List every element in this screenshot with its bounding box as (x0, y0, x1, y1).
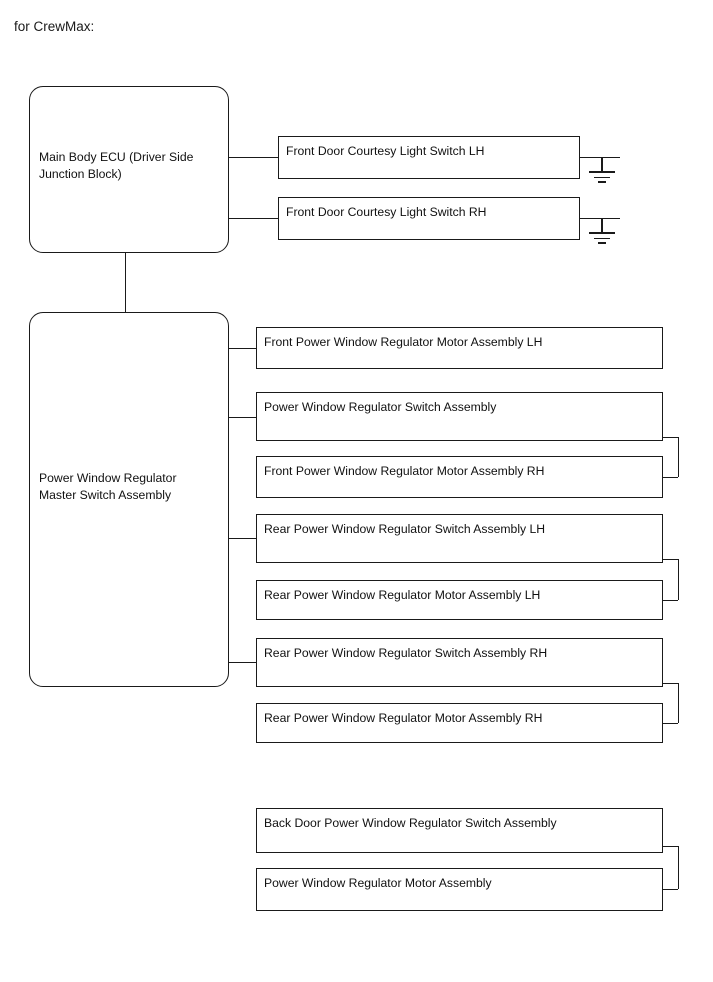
bracket-stub-top (663, 846, 678, 848)
bracket-stub-bottom (663, 723, 678, 725)
node-label-rear-power-window-regulator-switch-assembly-lh: Rear Power Window Regulator Switch Assem… (264, 522, 546, 536)
wire-ecu-to-courtesy-rh (229, 218, 278, 220)
node-power-window-regulator-master-switch-assembly: Power Window Regulator Master Switch Ass… (29, 312, 229, 687)
node-label-front-power-window-regulator-motor-assembly-lh: Front Power Window Regulator Motor Assem… (264, 335, 543, 349)
wire-master-to-rear-switch-lh (229, 538, 256, 540)
node-label-rear-power-window-regulator-switch-assembly-rh: Rear Power Window Regulator Switch Assem… (264, 646, 548, 660)
node-front-power-window-regulator-motor-assembly-rh: Front Power Window Regulator Motor Assem… (256, 456, 663, 498)
ground-bar-2 (594, 237, 610, 240)
node-label-front-door-courtesy-light-switch-lh: Front Door Courtesy Light Switch LH (286, 144, 485, 158)
wire-master-to-pw-switch (229, 417, 256, 419)
bracket-stub-top (663, 437, 678, 439)
node-label-rear-power-window-regulator-motor-assembly-rh: Rear Power Window Regulator Motor Assemb… (264, 711, 543, 725)
bracket-stub-top (663, 559, 678, 561)
node-label-back-door-power-window-regulator-switch-assembly: Back Door Power Window Regulator Switch … (264, 816, 557, 830)
ground-stem (601, 218, 603, 232)
node-rear-power-window-regulator-switch-assembly-rh: Rear Power Window Regulator Switch Assem… (256, 638, 663, 687)
bracket-spine (678, 846, 680, 889)
wire-ecu-to-master-vertical (125, 253, 127, 312)
diagram-caption: for CrewMax: (14, 19, 95, 34)
node-label-power-window-regulator-switch-assembly: Power Window Regulator Switch Assembly (264, 400, 497, 414)
node-label-rear-power-window-regulator-motor-assembly-lh: Rear Power Window Regulator Motor Assemb… (264, 588, 541, 602)
node-rear-power-window-regulator-switch-assembly-lh: Rear Power Window Regulator Switch Assem… (256, 514, 663, 563)
node-front-door-courtesy-light-switch-lh: Front Door Courtesy Light Switch LH (278, 136, 580, 179)
ground-stem (601, 157, 603, 171)
ground-icon-ground-courtesy-rh (584, 218, 620, 248)
ground-icon-ground-courtesy-lh (584, 157, 620, 187)
wire-master-to-front-motor-lh (229, 348, 256, 350)
node-front-door-courtesy-light-switch-rh: Front Door Courtesy Light Switch RH (278, 197, 580, 240)
wire-courtesy-rh-to-ground (580, 218, 620, 220)
node-label-front-door-courtesy-light-switch-rh: Front Door Courtesy Light Switch RH (286, 205, 487, 219)
bracket-stub-bottom (663, 600, 678, 602)
node-label-main-body-ecu: Main Body ECU (Driver Side Junction Bloc… (39, 150, 194, 182)
node-rear-power-window-regulator-motor-assembly-lh: Rear Power Window Regulator Motor Assemb… (256, 580, 663, 620)
ground-bar-3 (598, 242, 606, 244)
node-rear-power-window-regulator-motor-assembly-rh: Rear Power Window Regulator Motor Assemb… (256, 703, 663, 743)
node-label-front-power-window-regulator-motor-assembly-rh: Front Power Window Regulator Motor Assem… (264, 464, 545, 478)
bracket-spine (678, 683, 680, 723)
node-power-window-regulator-motor-assembly: Power Window Regulator Motor Assembly (256, 868, 663, 911)
node-label-power-window-regulator-motor-assembly: Power Window Regulator Motor Assembly (264, 876, 492, 890)
node-label-power-window-regulator-master-switch-assembly: Power Window Regulator Master Switch Ass… (39, 471, 177, 503)
node-main-body-ecu: Main Body ECU (Driver Side Junction Bloc… (29, 86, 229, 253)
ground-bar-3 (598, 181, 606, 183)
node-back-door-power-window-regulator-switch-assembly: Back Door Power Window Regulator Switch … (256, 808, 663, 853)
bracket-spine (678, 559, 680, 600)
bracket-stub-top (663, 683, 678, 685)
ground-bar-1 (589, 232, 615, 235)
wire-ecu-to-courtesy-lh (229, 157, 278, 159)
wire-courtesy-lh-to-ground (580, 157, 620, 159)
ground-bar-1 (589, 171, 615, 174)
bracket-stub-bottom (663, 889, 678, 891)
wire-master-to-rear-switch-rh (229, 662, 256, 664)
node-power-window-regulator-switch-assembly: Power Window Regulator Switch Assembly (256, 392, 663, 441)
ground-bar-2 (594, 176, 610, 179)
bracket-spine (678, 437, 680, 477)
bracket-stub-bottom (663, 477, 678, 479)
node-front-power-window-regulator-motor-assembly-lh: Front Power Window Regulator Motor Assem… (256, 327, 663, 369)
